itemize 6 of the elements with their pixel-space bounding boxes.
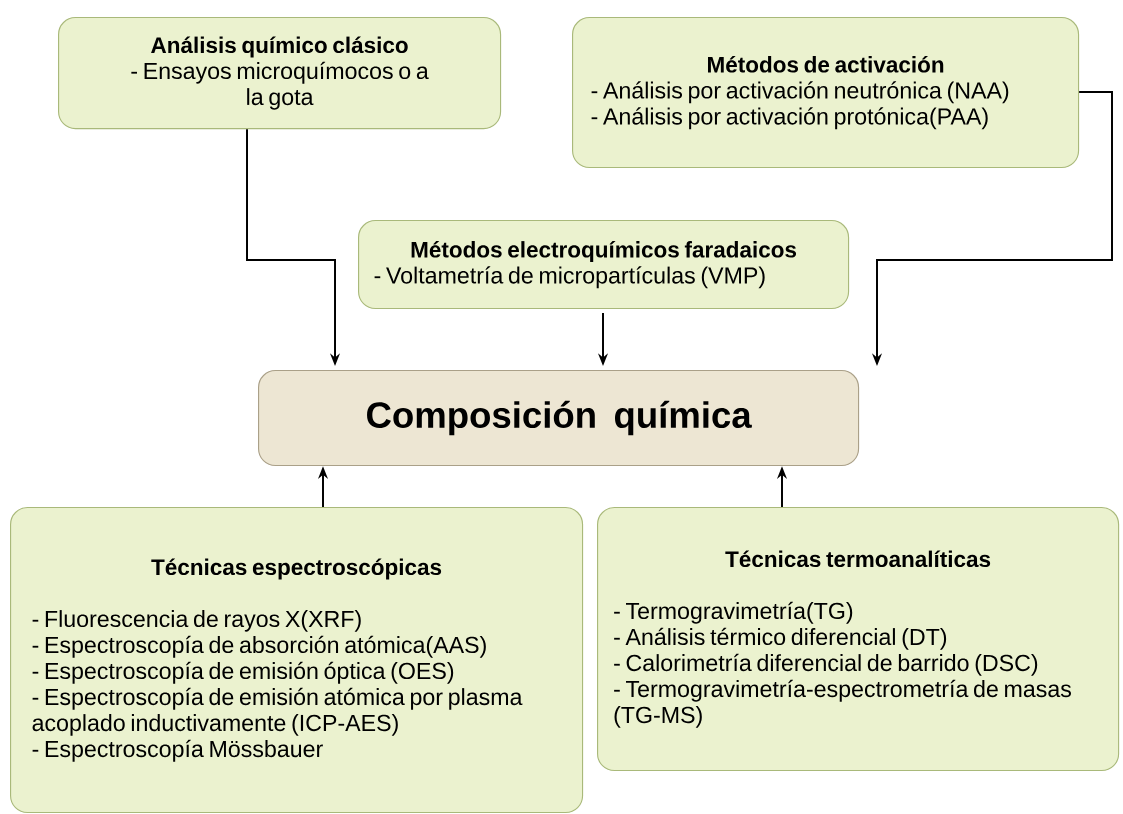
process-box: Análisis químico clásico - Ensayos microquímocos o a la gota [58, 17, 502, 130]
process-box: Métodos electroquímicos faradaicos - Voltametría de micropartículas (VMP) [358, 220, 850, 310]
process-box: Métodos de activación - Análisis por activación neutrónica (NAA) - Análisis por activación protónica(PAA) [572, 17, 1080, 169]
process-box: Técnicas termoanalíticas - Termogravimetría(TG) - Análisis térmico diferencial (DT) - Calorimetría diferencial de barrido (DSC) - Termogravimetría-espectrometría de masas (TG-MS) [597, 507, 1120, 772]
process-box: Técnicas espectroscópicas - Fluorescencia de rayos X(XRF) - Espectroscopía de absorción atómica(AAS) - Espectroscopía de emisión óptica (OES) - Espectroscopía de emisión atómica por plasma acoplado inductivamente (ICP-AES) - Espectroscopía Mössbauer [10, 507, 584, 814]
process-box: Composición química [258, 370, 860, 467]
